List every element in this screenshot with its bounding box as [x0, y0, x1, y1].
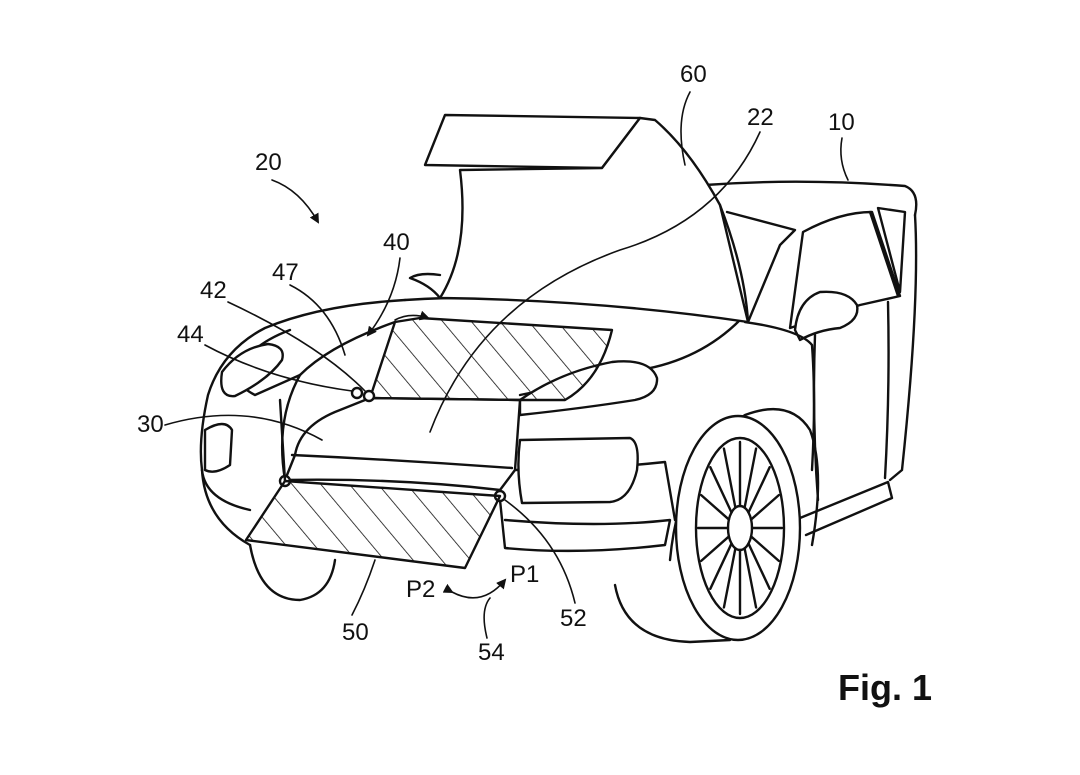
wheel-spoke	[722, 447, 737, 509]
leader-52	[504, 499, 576, 604]
b-pillar	[868, 210, 900, 298]
tire-bottom	[613, 583, 732, 644]
label-54: 54	[478, 639, 505, 666]
label-50: 50	[342, 619, 369, 646]
roof-line	[703, 180, 918, 217]
leader-50	[351, 559, 376, 616]
wheel-spoke	[743, 447, 758, 509]
label-22: 22	[747, 104, 774, 131]
windscreen-cover-sheet	[438, 116, 750, 324]
wheel-spoke	[747, 465, 771, 514]
motion-arrow-54	[442, 578, 507, 599]
leader-40	[366, 257, 401, 337]
label-10: 10	[828, 109, 855, 136]
rear-side-window	[876, 206, 907, 294]
label-60: 60	[680, 61, 707, 88]
side-mirror	[793, 290, 859, 342]
label-44: 44	[177, 321, 204, 348]
hood-side-line	[298, 320, 397, 377]
wheel-spoke	[709, 465, 733, 514]
door-line	[812, 300, 890, 502]
wheel-spoke	[709, 542, 733, 591]
leader-22	[429, 131, 761, 433]
hood-front-edge	[290, 453, 514, 470]
hatched-opening	[368, 316, 614, 402]
left-wheel	[248, 543, 337, 602]
label-42: 42	[200, 277, 227, 304]
wheel-spoke	[747, 542, 771, 591]
leader-40-arrow	[394, 310, 430, 321]
bonnet-front-edge	[408, 272, 442, 300]
label-p1: P1	[510, 561, 539, 588]
rear-body	[888, 213, 918, 482]
leader-10	[840, 137, 849, 181]
figure-label: Fig. 1	[838, 667, 932, 708]
windscreen-frame	[725, 210, 797, 324]
wheel-spoke	[749, 493, 781, 521]
label-52: 52	[560, 605, 587, 632]
fog-light-right	[517, 436, 639, 505]
leader-30	[164, 414, 323, 441]
side-sill	[798, 480, 894, 537]
leader-42	[227, 301, 367, 393]
label-30: 30	[137, 411, 164, 438]
left-lower-body	[200, 468, 252, 547]
leader-20	[271, 179, 319, 224]
wheel-spoke	[722, 547, 737, 609]
bumper-lower	[498, 498, 672, 553]
left-fender	[199, 298, 407, 472]
pivot-44	[350, 386, 364, 400]
label-47: 47	[272, 259, 299, 286]
front-fender	[743, 320, 816, 472]
front-wheel-spokes	[696, 440, 784, 616]
windscreen-fold	[718, 203, 750, 324]
leader-47	[289, 284, 346, 356]
label-40: 40	[383, 229, 410, 256]
headlight-left	[220, 342, 284, 398]
fog-light-left	[203, 422, 234, 473]
hood-panel	[283, 396, 522, 492]
label-p2: P2	[406, 576, 435, 603]
hatched-flap	[244, 479, 502, 570]
flap-support	[278, 398, 287, 483]
side-window	[788, 210, 902, 330]
wheel-spoke	[743, 547, 758, 609]
wheel-spoke	[699, 493, 731, 521]
hinge-42	[362, 389, 376, 403]
leader-60	[680, 91, 691, 166]
leader-44	[204, 344, 353, 392]
front-wheel-tire	[674, 414, 802, 642]
wheel-spoke	[699, 535, 731, 563]
front-wheel-rim	[694, 436, 786, 620]
leader-54	[483, 597, 491, 639]
wheel-spoke	[749, 535, 781, 563]
label-20: 20	[255, 149, 282, 176]
